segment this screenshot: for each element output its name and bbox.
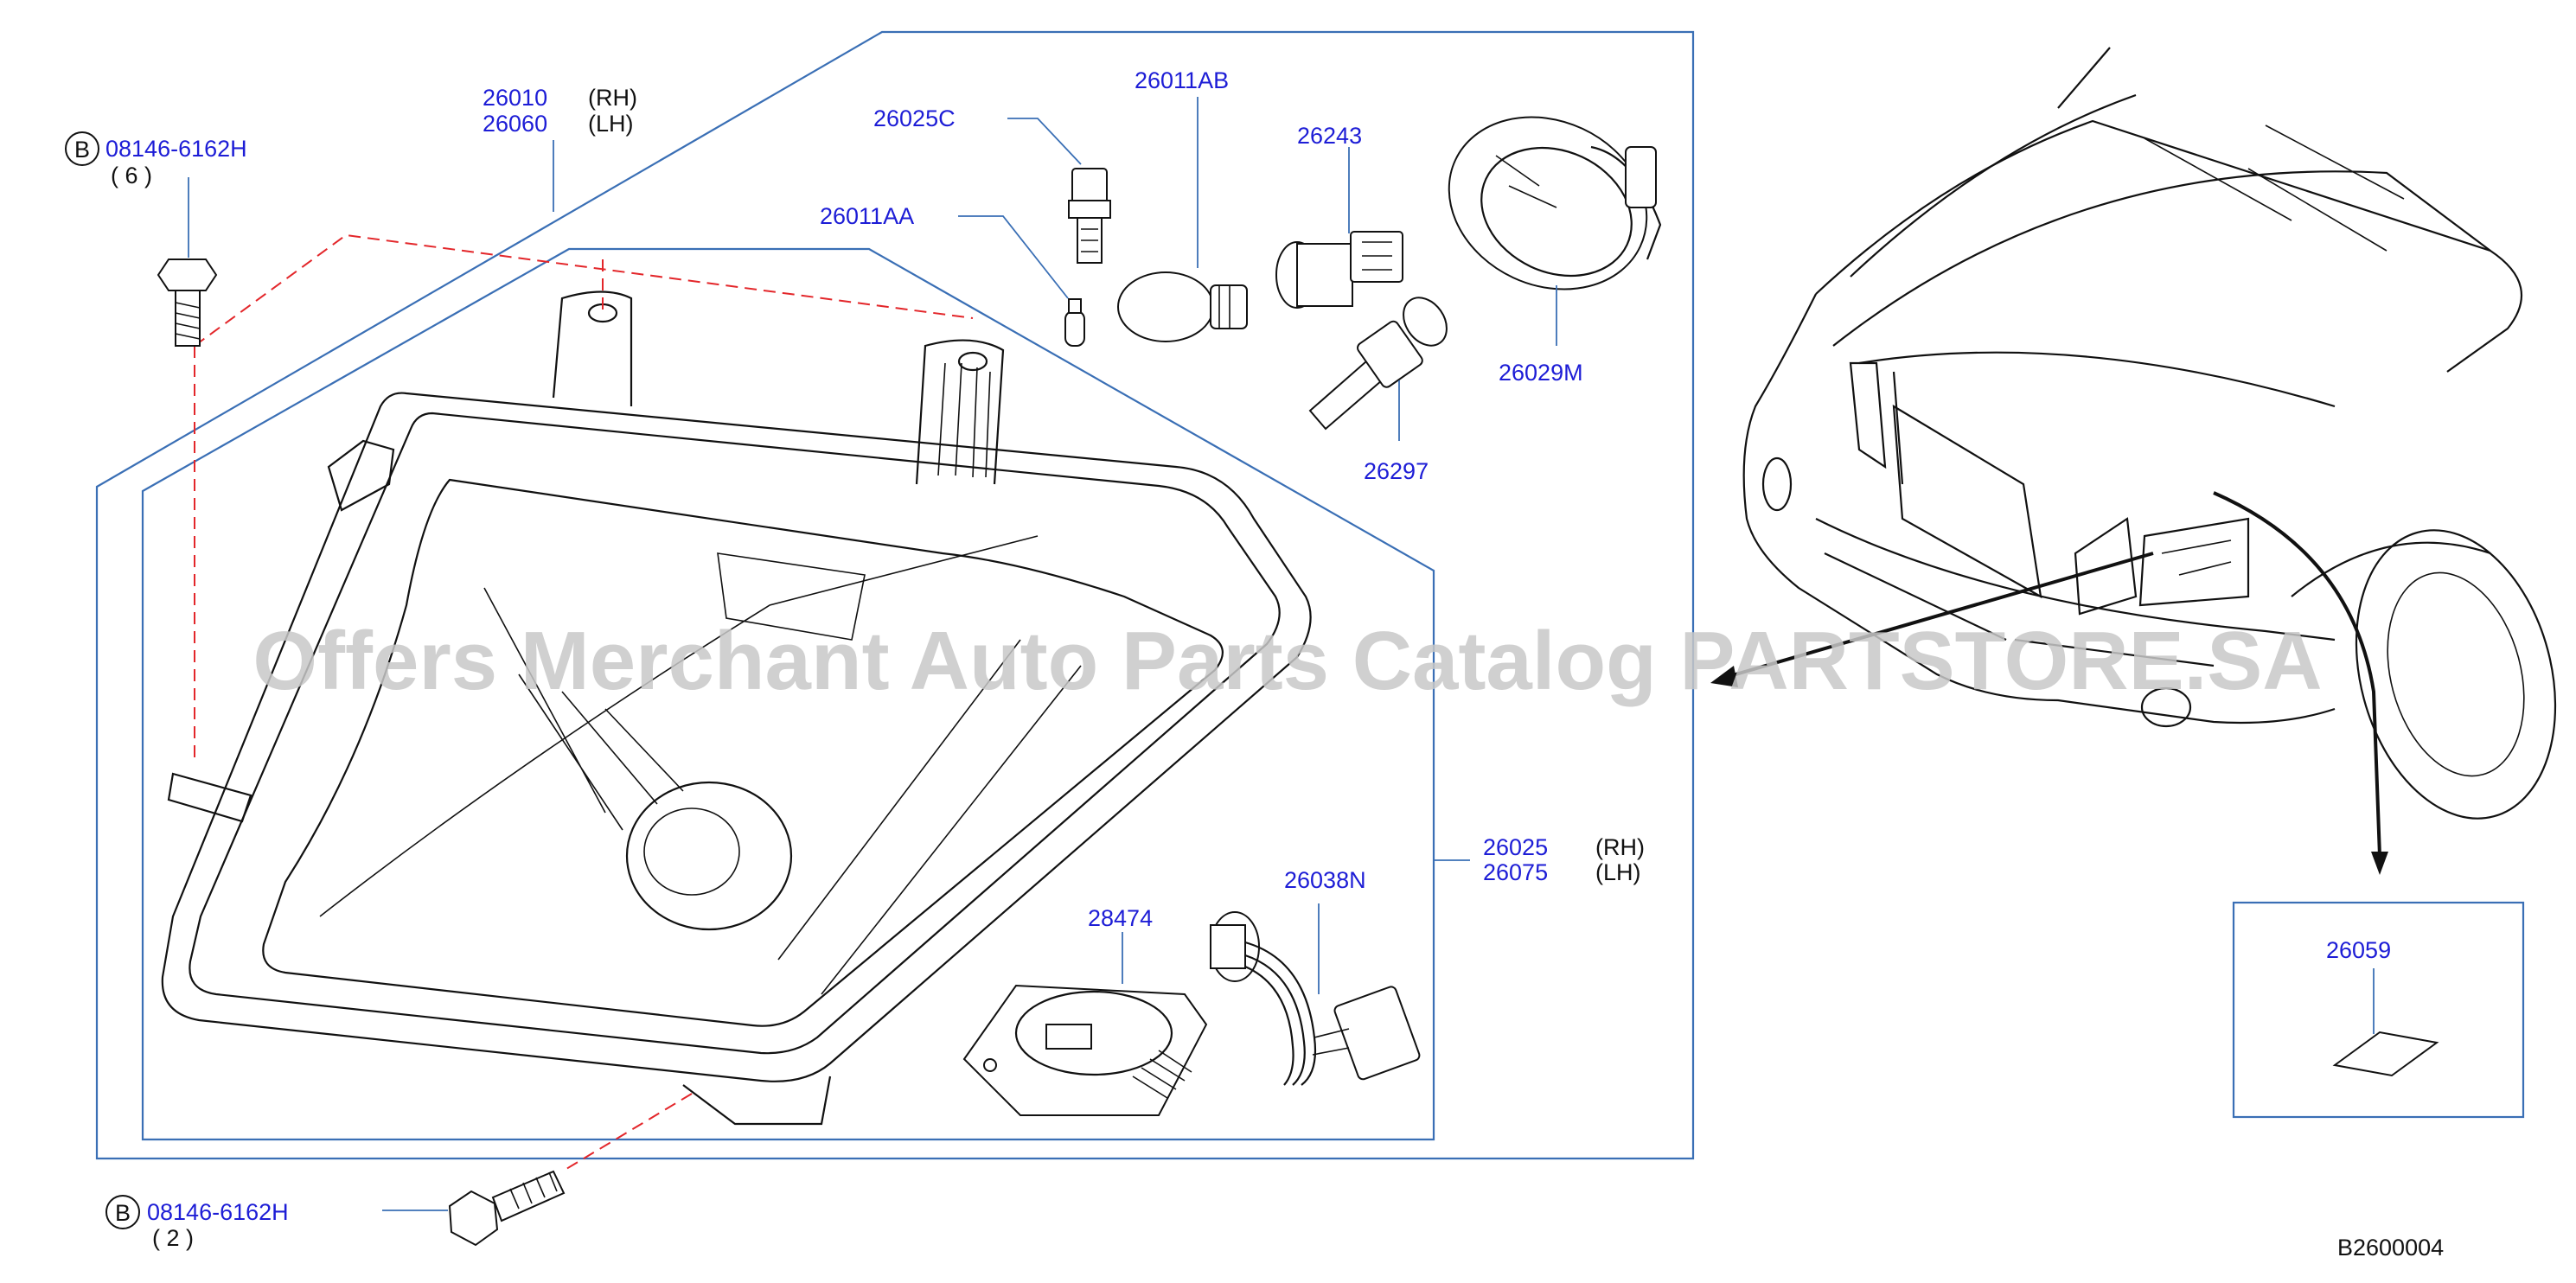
hid-bulb-26297[interactable] bbox=[1308, 290, 1455, 431]
vehicle-front-drawing bbox=[1742, 47, 2557, 820]
socket-26243[interactable] bbox=[1275, 231, 1403, 309]
housing-lh-side: (LH) bbox=[1595, 859, 1641, 885]
assembly-box-outer bbox=[95, 30, 1695, 1160]
label-box bbox=[2232, 901, 2525, 1119]
bolt-bottom-callout[interactable]: B 08146-6162H ( 2 ) bbox=[105, 1195, 289, 1251]
bolt-top-circle-letter: B bbox=[74, 137, 90, 163]
watermark: Offers Merchant Auto Parts Catalog PARTS… bbox=[252, 615, 2322, 707]
bulb-26011ab[interactable] bbox=[1117, 271, 1248, 342]
vehicle-arrows bbox=[1710, 491, 2388, 875]
housing-rh-side: (RH) bbox=[1595, 834, 1645, 860]
housing-rh-number: 26025 bbox=[1483, 834, 1548, 860]
diagram-code: B2600004 bbox=[2337, 1235, 2444, 1261]
assembly-lh-side: (LH) bbox=[588, 111, 634, 137]
hid-bulb-26297-label[interactable]: 26297 bbox=[1364, 458, 1429, 484]
assembly-rh-side: (RH) bbox=[588, 85, 637, 111]
assembly-rh-number: 26010 bbox=[483, 85, 547, 111]
bulb-socket-26025c-label[interactable]: 26025C bbox=[873, 105, 956, 131]
bulb-socket-26025c-leader bbox=[1007, 118, 1082, 165]
housing-callout[interactable]: 26025 (RH) 26075 (LH) bbox=[1483, 834, 1645, 885]
assembly-box-inner bbox=[141, 247, 1435, 1141]
label-26059-text[interactable]: 26059 bbox=[2326, 937, 2391, 963]
socket-26243-label[interactable]: 26243 bbox=[1297, 123, 1362, 149]
bolt-bottom-qty: ( 2 ) bbox=[152, 1225, 194, 1251]
bolt-bottom[interactable] bbox=[448, 1170, 566, 1247]
cap-26029m[interactable] bbox=[1421, 86, 1675, 321]
bulb-socket-26025c[interactable] bbox=[1068, 168, 1111, 264]
harness-26038n-label[interactable]: 26038N bbox=[1284, 867, 1366, 893]
bulb-26011aa[interactable] bbox=[1064, 298, 1085, 347]
ballast-28474[interactable] bbox=[962, 984, 1208, 1116]
bulb-26011aa-label[interactable]: 26011AA bbox=[820, 203, 914, 229]
bolt-bottom-circle-letter: B bbox=[115, 1200, 131, 1226]
bolt-bottom-circle bbox=[105, 1195, 140, 1229]
bolt-top-qty: ( 6 ) bbox=[111, 163, 152, 188]
bolt-bottom-code: 08146-6162H bbox=[147, 1199, 289, 1225]
label-26059[interactable] bbox=[2332, 1031, 2439, 1077]
assembly-callout[interactable]: 26010 (RH) 26060 (LH) bbox=[483, 85, 637, 137]
cap-26029m-label[interactable]: 26029M bbox=[1499, 360, 1583, 386]
ballast-28474-label[interactable]: 28474 bbox=[1088, 905, 1153, 931]
housing-lh-number: 26075 bbox=[1483, 859, 1548, 885]
bulb-26011ab-label[interactable]: 26011AB bbox=[1135, 67, 1229, 93]
mounting-dashed-line-bottom bbox=[561, 1093, 693, 1172]
bolt-top[interactable] bbox=[157, 259, 218, 347]
mounting-dashed-line-top bbox=[194, 233, 974, 347]
harness-26038n[interactable] bbox=[1210, 911, 1421, 1086]
assembly-lh-number: 26060 bbox=[483, 111, 547, 137]
bulb-26011aa-leader bbox=[958, 215, 1069, 299]
headlamp-housing-drawing bbox=[161, 290, 1312, 1126]
bolt-top-circle bbox=[65, 131, 99, 166]
bolt-top-code: 08146-6162H bbox=[105, 136, 247, 162]
bolt-top-callout[interactable]: B 08146-6162H ( 6 ) bbox=[65, 131, 247, 188]
